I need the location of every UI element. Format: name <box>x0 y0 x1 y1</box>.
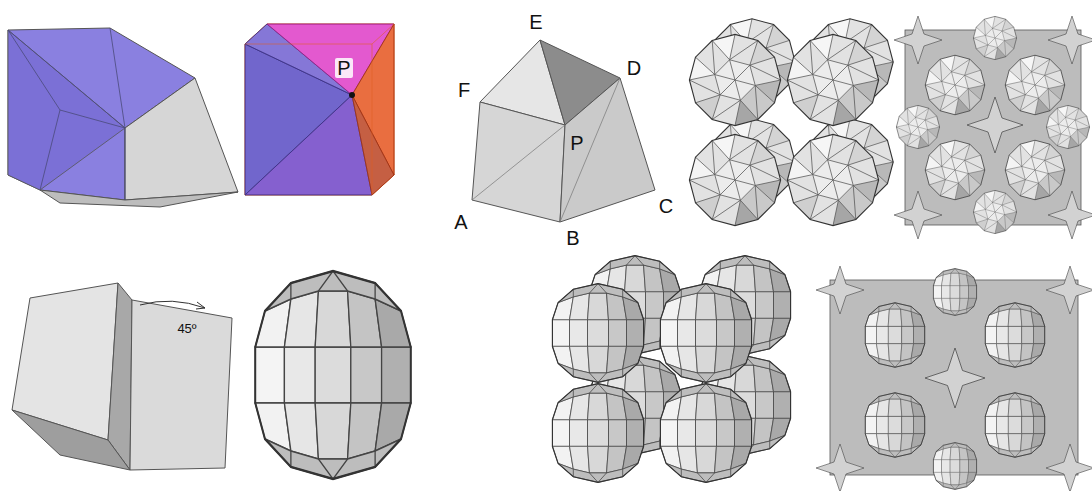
vertex-label: D <box>627 58 641 78</box>
polyhedron-figure <box>255 271 411 479</box>
polyhedra-packing <box>689 19 893 226</box>
vertex-label: A <box>454 212 467 232</box>
labelled-polyhedron <box>472 40 655 222</box>
polyhedra-lattice <box>816 266 1092 491</box>
polyhedra-packing <box>552 256 790 483</box>
vertex-label: P <box>335 58 352 78</box>
polyhedra-lattice <box>894 16 1092 239</box>
vertex-label: B <box>566 228 579 248</box>
vertex-label: E <box>529 12 542 32</box>
vertex-label: P <box>570 133 583 153</box>
vertex-label: C <box>659 196 673 216</box>
angle-label: 45º <box>177 322 196 335</box>
cube-pyramids-figure <box>245 24 394 195</box>
polyhedron-figure <box>8 28 238 207</box>
vertex-label: F <box>458 80 470 100</box>
truncated-pyramid-figure <box>12 283 232 470</box>
